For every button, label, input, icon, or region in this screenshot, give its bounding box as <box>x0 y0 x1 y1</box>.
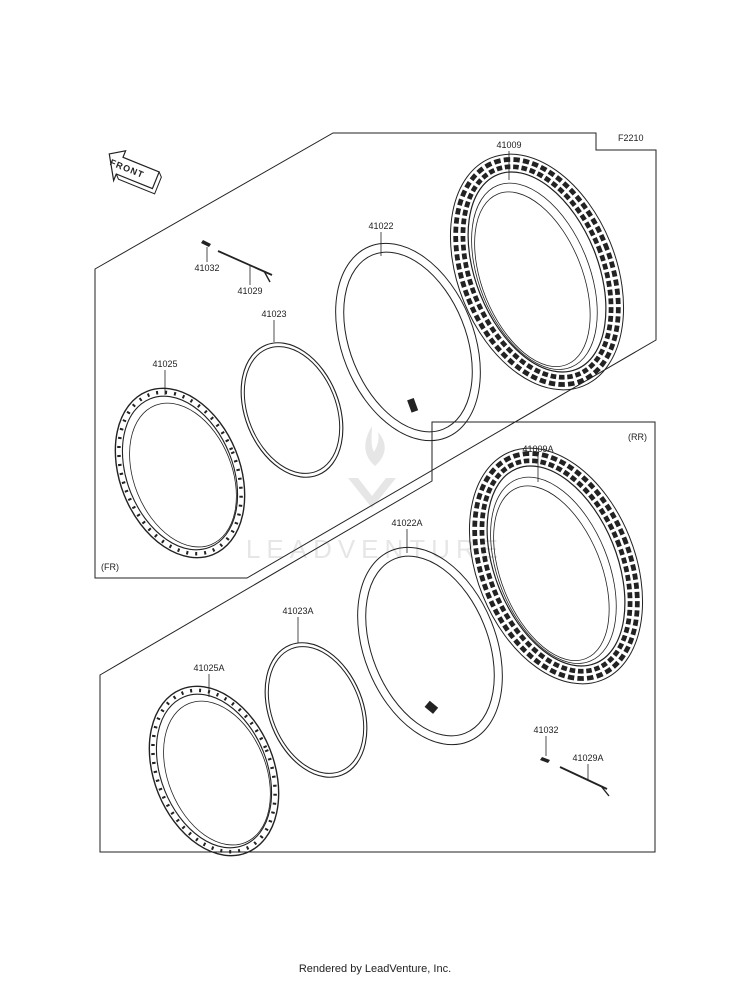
part-label-41009A: 41009A <box>522 444 553 454</box>
part-label-41029: 41029 <box>237 286 262 296</box>
front-tube[interactable] <box>307 221 509 463</box>
rear-tire[interactable] <box>437 422 676 709</box>
rear-tube-valve-icon <box>424 700 439 714</box>
front-tube-valve-icon <box>407 397 419 413</box>
part-label-41032-front: 41032 <box>194 263 219 273</box>
leadventure-watermark: LEADVENTURE <box>246 426 504 564</box>
front-rim[interactable] <box>89 367 271 579</box>
watermark-text: LEADVENTURE <box>246 534 504 564</box>
rear-spoke[interactable] <box>559 766 610 797</box>
part-label-41032-rear: 41032 <box>533 725 558 735</box>
front-tire[interactable] <box>418 128 657 415</box>
diagram-code: F2210 <box>618 133 644 143</box>
part-label-41029A: 41029A <box>572 753 603 763</box>
rear-rim[interactable] <box>123 665 305 877</box>
rear-spoke-nipple[interactable] <box>540 757 550 763</box>
part-label-41025A: 41025A <box>193 663 224 673</box>
front-rim-band[interactable] <box>221 326 363 494</box>
part-label-41022: 41022 <box>368 221 393 231</box>
part-label-41023: 41023 <box>261 309 286 319</box>
part-label-41009: 41009 <box>496 140 521 150</box>
rear-section-frame <box>99 421 656 853</box>
front-spoke[interactable] <box>217 250 273 283</box>
front-arrow-icon: FRONT <box>108 150 162 195</box>
part-label-41023A: 41023A <box>282 606 313 616</box>
part-label-41022A: 41022A <box>391 518 422 528</box>
footer-credit: Rendered by LeadVenture, Inc. <box>298 963 452 975</box>
section-front-label: (FR) <box>101 562 119 572</box>
front-section-frame <box>94 132 657 579</box>
section-rear-label: (RR) <box>628 432 647 442</box>
front-spoke-nipple[interactable] <box>201 240 211 247</box>
part-label-41025: 41025 <box>152 359 177 369</box>
